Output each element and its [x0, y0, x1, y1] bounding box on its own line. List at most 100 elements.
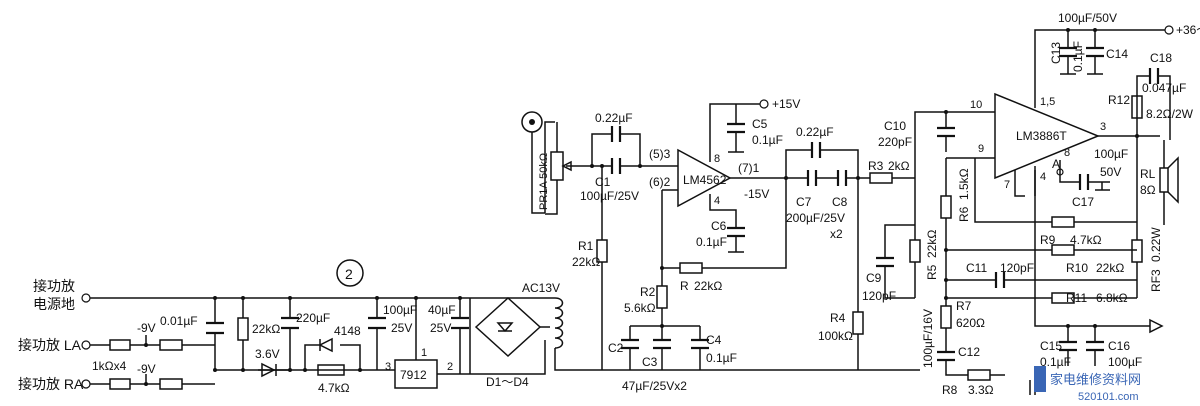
label-c2: C2 [608, 341, 624, 355]
resistor-la-2 [159, 339, 183, 351]
label-c17v2: 50V [1100, 165, 1121, 179]
label-r9v: 4.7kΩ [1070, 233, 1102, 247]
label-pin15: 1,5 [1040, 96, 1055, 108]
la-terminal [81, 340, 91, 350]
label-c1: C1 [595, 175, 611, 189]
label-c12: C12 [958, 345, 980, 359]
label-c78v: 200µF/25V [786, 211, 845, 225]
labels-supply: -9V -9V 1kΩx4 0.01µF 22kΩ 3.6V 220µF 414… [92, 281, 560, 395]
vplus-terminal [1164, 25, 1174, 35]
resistor-la-1 [109, 339, 131, 351]
label-pin3: 3 [1100, 121, 1106, 133]
label-c022a: 0.22µF [595, 111, 633, 125]
label-r9: R9 [1040, 233, 1056, 247]
label-c1v: 100µF/25V [580, 189, 639, 203]
label-c14: C14 [1106, 47, 1128, 61]
label-d1d4: D1～D4 [486, 375, 529, 389]
plus15-terminal [759, 99, 769, 109]
label-pins62: (6)2 [649, 175, 671, 189]
label-r47k: 4.7kΩ [318, 381, 350, 395]
label-c6: C6 [711, 219, 727, 233]
watermark: 家电维修资料网 520101.com [1034, 366, 1141, 403]
node-a [1056, 168, 1064, 176]
label-neg9-bot: -9V [137, 362, 156, 376]
label-pot: PR1A 50kΩ [538, 153, 550, 210]
label-r-array: 1kΩx4 [92, 359, 127, 373]
label-pin2: 2 [447, 361, 453, 373]
label-ctop: 100µF/50V [1058, 11, 1117, 25]
label-r12v: 8.2Ω/2W [1146, 107, 1194, 121]
label-pin1: 1 [421, 347, 427, 359]
label-c18: C18 [1150, 51, 1172, 65]
label-r5: R5 [925, 264, 939, 280]
label-lm4562: LM4562 [683, 173, 727, 187]
speaker-rl [1159, 167, 1169, 193]
opamp-lm4562 [677, 148, 732, 208]
label-c100: 100µF [383, 303, 417, 317]
label-c40: 40µF [428, 303, 456, 317]
label-r10: R10 [1066, 261, 1088, 275]
label-c9v: 120pF [862, 289, 896, 303]
label-7912: 7912 [400, 368, 427, 382]
label-r11: R11 [1066, 291, 1087, 305]
resistor-rf3 [1131, 239, 1143, 263]
label-c10: C10 [884, 119, 906, 133]
label-pin10: 10 [970, 99, 982, 111]
label-r4v: 100kΩ [818, 329, 853, 343]
resistor-r9 [1051, 216, 1075, 228]
label-r2v: 5.6kΩ [624, 301, 656, 315]
resistor-ra-1 [109, 378, 131, 390]
label-r8v: 3.3Ω [968, 383, 994, 397]
label-c7: C7 [796, 195, 812, 209]
label-c11: C11 [966, 261, 987, 275]
circuit-number: 2 [345, 266, 353, 282]
amp-lm3886t [994, 92, 1100, 180]
label-v25a: 25V [391, 321, 412, 335]
label-c10v: 220pF [878, 135, 912, 149]
resistor-r3 [869, 172, 893, 184]
label-c3: C3 [642, 355, 658, 369]
watermark-url: 520101.com [1078, 391, 1139, 403]
power-amp-section [876, 25, 1179, 395]
label-c6v: 0.1µF [696, 235, 727, 249]
label-c15v: 0.1µF [1040, 355, 1071, 369]
label-c5: C5 [752, 117, 768, 131]
label-c022b: 0.22µF [796, 125, 834, 139]
label-4148: 4148 [334, 324, 361, 338]
watermark-main: 家电维修资料网 [1050, 372, 1141, 387]
label-c4v: 0.1µF [706, 351, 737, 365]
label-pin3: 3 [385, 361, 391, 373]
label-r2: R2 [640, 285, 656, 299]
resistor-r4 [852, 311, 864, 335]
label-c15: C15 [1040, 339, 1062, 353]
labels-preamp: PR1A 50kΩ 0.22µF C1 100µF/25V (5)3 (6)2 … [538, 97, 910, 393]
label-c4: C4 [706, 333, 722, 347]
label-la: 接功放 LA [18, 337, 82, 353]
label-pin4: 4 [714, 195, 720, 207]
label-r3v: 2kΩ [888, 159, 910, 173]
label-ac13v: AC13V [522, 281, 560, 295]
label-plus15: +15V [772, 97, 800, 111]
resistor-r8 [967, 369, 991, 381]
label-rlv: 8Ω [1140, 183, 1156, 197]
label-rv: 22kΩ [694, 279, 722, 293]
resistor-r6 [940, 195, 952, 219]
label-c23v: 47µF/25Vx2 [622, 379, 687, 393]
circuit-number-circle [336, 259, 364, 287]
watermark-logo [1034, 366, 1046, 392]
label-r6: R6 [957, 206, 971, 222]
label-r10v: 22kΩ [1096, 261, 1124, 275]
resistor-r5 [909, 239, 921, 263]
resistor-ra-2 [159, 378, 183, 390]
label-ground-1: 接功放 [33, 278, 75, 294]
label-c8: C8 [832, 195, 848, 209]
label-r6v: 1.5kΩ [957, 168, 971, 200]
ground-terminal [81, 293, 91, 303]
label-r: R [680, 279, 689, 293]
label-r7v: 620Ω [956, 316, 985, 330]
label-c17: C17 [1072, 195, 1094, 209]
label-pins53: (5)3 [649, 147, 671, 161]
label-out71: (7)1 [738, 161, 760, 175]
resistor-4k7-supply [317, 364, 345, 376]
